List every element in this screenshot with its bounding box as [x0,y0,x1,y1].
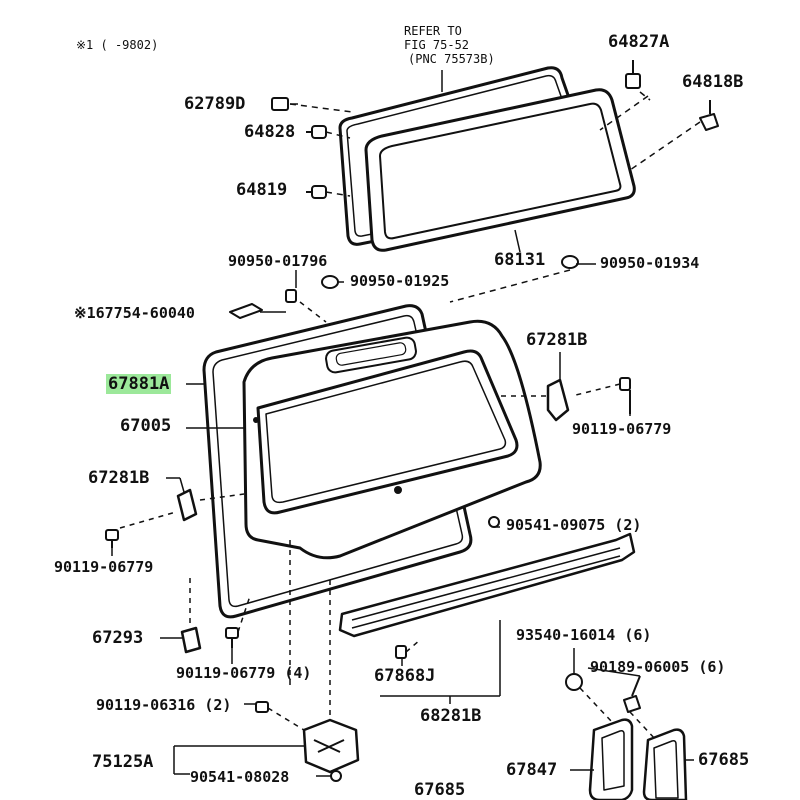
label-64827A: 64827A [608,32,670,52]
label-90119-06779-4: 90119-06779 (4) [176,664,312,682]
back-door-lower-trim [338,532,636,638]
label-90119-06779-right: 90119-06779 [572,420,672,438]
label-90541-09075: 90541-09075 (2) [506,516,642,534]
screw-90119-06779-left [105,529,119,548]
label-75125A: 75125A [92,752,154,772]
label-68281B: 68281B [420,706,482,726]
label-68131: 68131 [494,250,546,270]
refer-line-1: REFER TO [404,24,462,38]
label-67847: 67847 [506,760,558,780]
label-67685-right: 67685 [698,750,750,770]
label-67293: 67293 [92,628,144,648]
label-90189-06005: 90189-06005 (6) [590,658,726,676]
lock-assembly-75125A [302,718,360,774]
back-door-weatherstrip-67881A [202,304,473,619]
label-67005: 67005 [120,416,172,436]
label-90950-01796: 90950-01796 [228,252,328,270]
gasket-67847 [588,718,634,800]
label-93540-16014: 93540-16014 (6) [516,626,652,644]
label-64828: 64828 [244,122,296,142]
gasket-67685 [642,728,688,800]
back-window-glass-68131 [364,88,636,252]
grommet-90950-01934 [561,255,579,269]
hinge-cover-67281B-right [546,378,570,422]
clip-90541-08028 [330,770,342,782]
clip-67754-60040 [229,303,263,319]
clip-64818B [699,100,719,131]
label-67281B-right: 67281B [526,330,588,350]
clip-64827A [625,60,641,89]
label-90119-06779-left: 90119-06779 [54,558,154,576]
label-67685-bottom: 67685 [414,780,466,800]
refer-line-3: (PNC 75573B) [408,52,495,66]
refer-line-2: FIG 75-52 [404,38,470,52]
label-67881A: 67881A [106,374,172,394]
label-67868J: 67868J [374,666,436,686]
grommet-90950-01925 [321,275,339,289]
label-90950-01925: 90950-01925 [350,272,450,290]
hinge-cover-67281B-left [176,488,198,522]
label-62789D: 62789D [184,94,246,114]
label-90950-01934: 90950-01934 [600,254,700,272]
label-90119-06316: 90119-06316 (2) [96,696,232,714]
back-door-panel-67005 [242,319,542,560]
header-note: ※1 ( -9802) [76,38,159,52]
clip-62789D [271,97,289,111]
bolt-90950-01796 [285,289,297,303]
screw-90119-06779-4 [225,627,239,648]
clip-90541-09075 [488,516,500,528]
screw-90119-06779-right [619,377,631,414]
label-67754-60040: ※167754-60040 [74,304,195,322]
bracket-67293 [180,626,202,654]
clip-93540-16014 [565,673,583,691]
clip-90189-06005 [623,675,641,713]
label-64818B: 64818B [682,72,744,92]
label-90541-08028: 90541-08028 [190,768,290,786]
label-64819: 64819 [236,180,288,200]
label-67281B-left: 67281B [88,468,150,488]
clip-64819 [306,185,327,199]
screw-90119-06316 [255,701,269,713]
clip-67868J [395,645,407,659]
clip-64828 [306,125,327,139]
label-67881A-highlight: 67881A [106,374,172,394]
